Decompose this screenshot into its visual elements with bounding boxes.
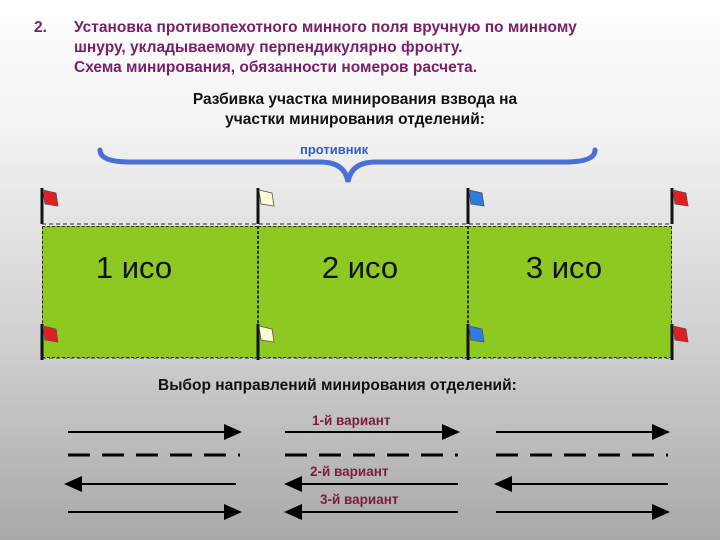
- directions-title: Выбор направлений минирования отделений:: [158, 377, 517, 394]
- header-line-1: Установка противопехотного минного поля …: [74, 19, 577, 36]
- blue-flag-icon-top-3: [466, 188, 485, 224]
- red-flag-icon-top-1: [40, 188, 59, 224]
- variant-3-label: 3-й вариант: [320, 492, 399, 507]
- blue-flag-icon-bottom-3: [466, 324, 485, 360]
- subtitle-line-1: Разбивка участка минирования взвода на: [192, 91, 518, 108]
- header-line-2: шнуру, укладываемому перпендикулярно фро…: [74, 39, 463, 56]
- zone-1-label: 1 исо: [95, 250, 173, 285]
- zone-1: [42, 226, 258, 358]
- zone-3-label: 3 исо: [525, 250, 603, 285]
- front-brace: [97, 147, 598, 183]
- subtitle-line-2: участки минирования отделений:: [225, 111, 485, 128]
- header: 2. Установка противопехотного минного по…: [34, 18, 714, 78]
- red-flag-icon-bottom-4: [670, 324, 689, 360]
- variant-1-label: 1-й вариант: [312, 413, 391, 428]
- subtitle: Разбивка участка минирования взвода на у…: [120, 90, 590, 130]
- header-number: 2.: [34, 19, 47, 36]
- zone-2: [258, 226, 468, 358]
- white-flag-icon-top-2: [256, 188, 275, 224]
- zone-2-label: 2 исо: [321, 250, 399, 285]
- red-flag-icon-top-4: [670, 188, 689, 224]
- white-flag-icon-bottom-2: [256, 324, 275, 360]
- variant-2-label: 2-й вариант: [310, 464, 389, 479]
- enemy-label: противник: [300, 142, 369, 157]
- header-line-3: Схема минирования, обязанности номеров р…: [74, 59, 478, 76]
- zone-3: [468, 226, 672, 358]
- red-flag-icon-bottom-1: [40, 324, 59, 360]
